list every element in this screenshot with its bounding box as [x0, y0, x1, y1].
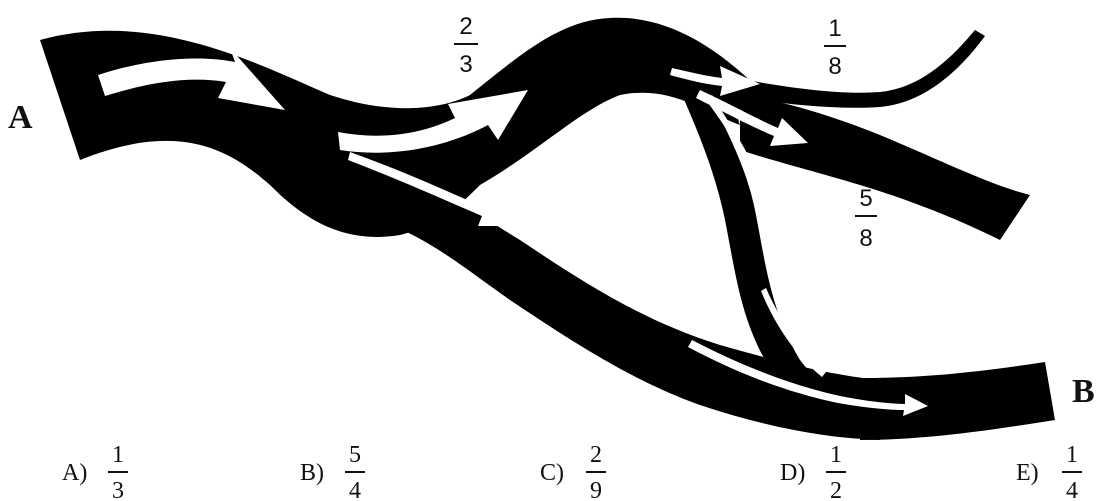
flow-arrow-1 [98, 48, 285, 110]
option-numerator: 1 [112, 442, 124, 468]
option-letter: B) [300, 460, 324, 486]
option-d[interactable]: D) 1 2 [780, 442, 846, 501]
answer-options: A) 1 3 B) 5 4 C) 2 9 D) 1 2 E) 1 4 [62, 442, 1082, 501]
fraction-denominator: 8 [859, 225, 872, 252]
option-denominator: 2 [830, 478, 842, 501]
option-e[interactable]: E) 1 4 [1016, 442, 1082, 501]
river-right-down-branch [680, 75, 860, 425]
point-a-label: A [8, 99, 33, 136]
option-a[interactable]: A) 1 3 [62, 442, 128, 501]
fraction-denominator: 3 [459, 51, 472, 78]
option-letter: A) [62, 460, 87, 486]
fraction-upper-split: 2 3 [454, 13, 478, 78]
river-outflow-right [740, 95, 1030, 240]
river-end-b [860, 362, 1055, 440]
option-numerator: 2 [590, 442, 602, 468]
fraction-numerator: 2 [459, 13, 472, 40]
flow-arrow-6 [706, 95, 768, 205]
option-numerator: 1 [1066, 442, 1078, 468]
option-denominator: 3 [112, 478, 124, 501]
option-b[interactable]: B) 5 4 [300, 442, 365, 501]
river-channels [40, 17, 1055, 440]
option-denominator: 9 [590, 478, 602, 501]
flow-arrow-7 [688, 340, 928, 416]
fraction-denominator: 8 [828, 53, 841, 80]
option-denominator: 4 [1066, 478, 1078, 501]
option-letter: E) [1016, 460, 1039, 486]
river-lower-channel [360, 160, 880, 440]
fraction-numerator: 1 [828, 15, 841, 42]
option-numerator: 5 [349, 442, 361, 468]
river-outflow-top-right [735, 30, 985, 108]
flow-arrow-3 [348, 152, 525, 226]
option-letter: D) [780, 460, 805, 486]
option-c[interactable]: C) 2 9 [540, 442, 606, 501]
option-numerator: 1 [830, 442, 842, 468]
flow-arrows [98, 48, 928, 416]
flow-arrow-2 [338, 90, 528, 153]
fraction-numerator: 5 [859, 185, 872, 212]
flow-arrow-5 [696, 90, 808, 146]
option-denominator: 4 [349, 478, 361, 501]
flow-arrow-8 [761, 288, 826, 377]
fraction-top-right-outflow: 1 8 [824, 15, 846, 80]
point-b-label: B [1072, 373, 1095, 410]
fraction-right-outflow: 5 8 [855, 185, 877, 252]
option-letter: C) [540, 460, 564, 486]
flow-arrow-4 [670, 66, 760, 96]
